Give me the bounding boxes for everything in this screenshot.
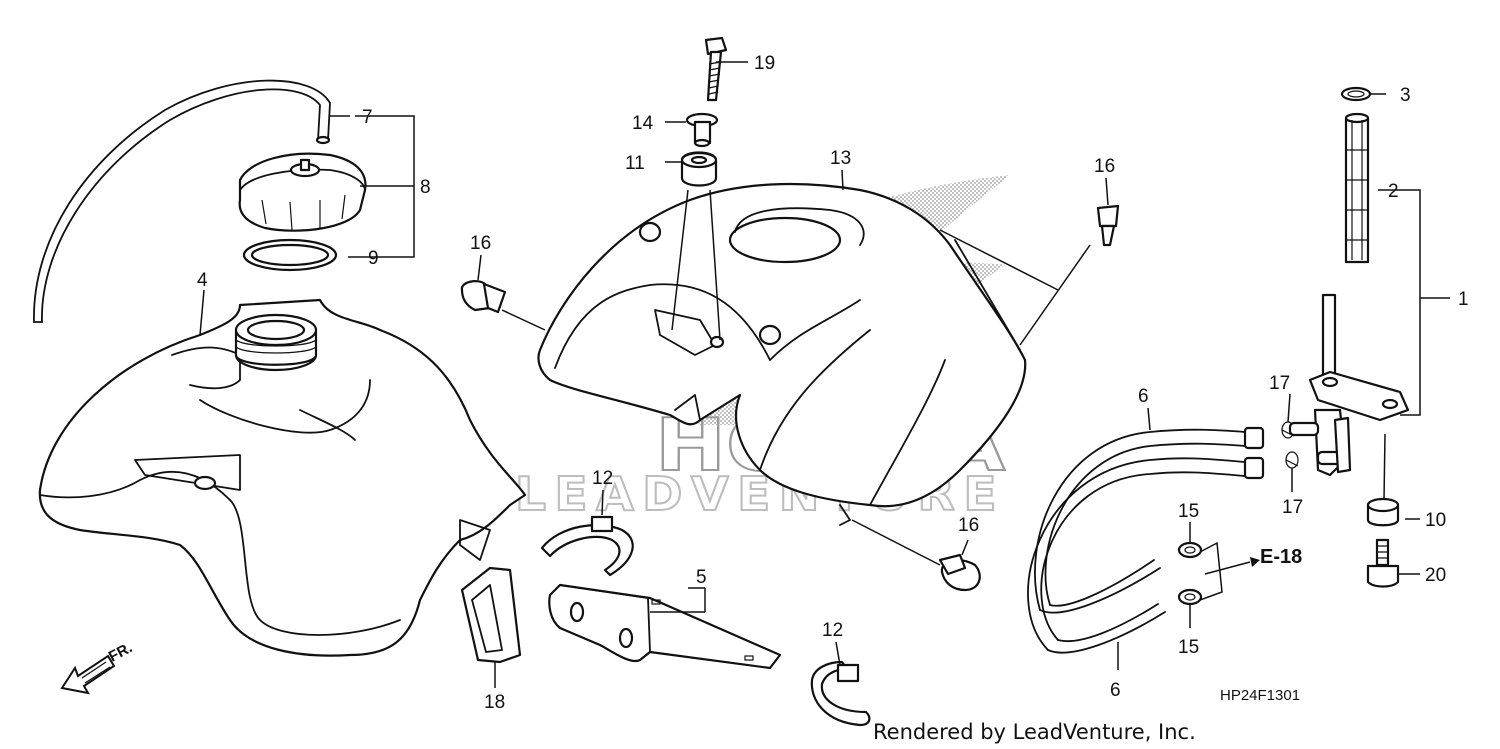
callout-10: 10 xyxy=(1425,510,1446,531)
diagram-code: HP24F1301 xyxy=(1220,687,1300,704)
callout-20: 20 xyxy=(1425,565,1446,586)
part-19-bolt[interactable] xyxy=(704,36,728,102)
callout-17-lower: 17 xyxy=(1282,497,1303,518)
part-15-clip-lower[interactable] xyxy=(1177,588,1203,606)
part-13-tank-cover[interactable] xyxy=(537,182,1027,526)
part-4-fuel-tank[interactable] xyxy=(38,298,527,657)
callout-7: 7 xyxy=(362,107,373,128)
callout-8: 8 xyxy=(420,177,431,198)
callout-13: 13 xyxy=(830,148,851,169)
rendered-by-credit: Rendered by LeadVenture, Inc. xyxy=(873,720,1196,744)
part-14-collar[interactable] xyxy=(685,112,719,148)
callout-labels: 7 8 9 4 3 2 1 10 20 6 6 15 15 17 17 19 1… xyxy=(197,53,1469,713)
callout-16-top: 16 xyxy=(1094,156,1115,177)
reference-label: E-18 xyxy=(1260,546,1302,568)
leader-lines xyxy=(199,61,1450,688)
part-20-bolt[interactable] xyxy=(1366,538,1400,588)
part-10-collar[interactable] xyxy=(1366,497,1400,527)
callout-6-upper: 6 xyxy=(1138,386,1149,407)
part-16-clip-top[interactable] xyxy=(1096,204,1120,247)
callout-17-upper: 17 xyxy=(1269,373,1290,394)
reference-arrow: E-18 xyxy=(1204,546,1302,575)
callout-15-upper: 15 xyxy=(1178,501,1199,522)
part-6-fuel-hoses[interactable] xyxy=(1027,426,1265,654)
callout-11: 11 xyxy=(625,153,645,174)
callout-16-left: 16 xyxy=(470,233,491,254)
callout-15-lower: 15 xyxy=(1178,637,1199,658)
callout-19: 19 xyxy=(754,53,775,74)
callout-16-lower: 16 xyxy=(958,515,979,536)
part-11-grommet[interactable] xyxy=(680,151,718,187)
part-5-bracket[interactable] xyxy=(548,583,782,670)
part-16-clip-left[interactable] xyxy=(460,280,507,314)
part-9-cap-packing[interactable] xyxy=(242,238,338,272)
callout-2: 2 xyxy=(1388,181,1399,202)
callout-6-lower: 6 xyxy=(1110,680,1121,701)
part-15-clip-upper[interactable] xyxy=(1177,541,1203,559)
callout-1: 1 xyxy=(1458,289,1469,310)
part-3-o-ring[interactable] xyxy=(1340,86,1372,102)
callout-18: 18 xyxy=(484,692,505,713)
part-2-strainer[interactable] xyxy=(1344,112,1370,264)
callout-12-upper: 12 xyxy=(592,468,613,489)
callout-3: 3 xyxy=(1400,85,1411,106)
part-12-band-upper[interactable] xyxy=(540,515,634,577)
callout-5: 5 xyxy=(696,567,707,588)
callout-4: 4 xyxy=(197,270,208,291)
part-1-fuel-valve[interactable] xyxy=(1288,293,1410,477)
callout-12-lower: 12 xyxy=(822,620,843,641)
front-direction-arrow: FR. xyxy=(60,639,135,695)
part-8-fuel-cap[interactable] xyxy=(238,152,367,232)
part-18-tank-strap[interactable] xyxy=(460,566,522,664)
part-17-clip-lower[interactable] xyxy=(1285,451,1299,469)
part-7-breather-tube[interactable] xyxy=(33,79,331,323)
part-16-clip-lower[interactable] xyxy=(938,553,981,592)
callout-14: 14 xyxy=(632,113,654,134)
part-12-band-lower[interactable] xyxy=(810,660,871,727)
callout-9: 9 xyxy=(368,248,379,269)
